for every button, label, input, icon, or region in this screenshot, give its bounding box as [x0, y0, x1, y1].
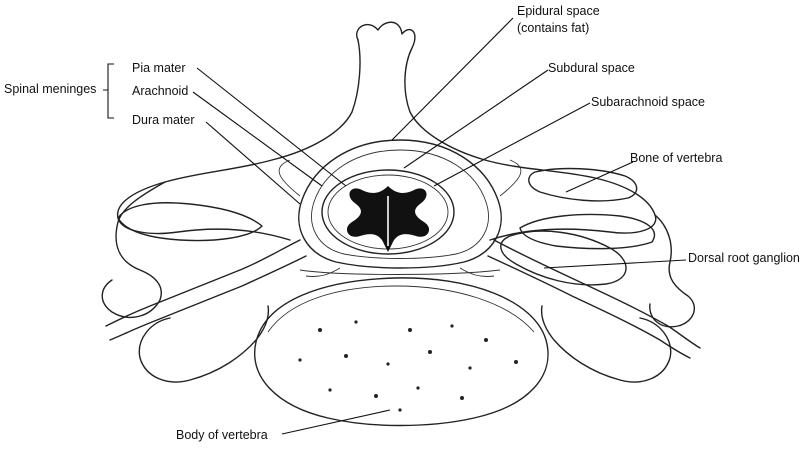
- meninges-bracket: [103, 63, 114, 119]
- leader-arachnoid: [192, 91, 323, 187]
- label-epidural-space-note: (contains fat): [517, 21, 590, 35]
- right-nerve-root: [493, 239, 701, 349]
- right-nerve-root-2: [487, 255, 691, 359]
- label-spinal-meninges: Spinal meninges: [4, 82, 97, 96]
- label-epidural-space: Epidural space: [517, 4, 600, 18]
- body-of-vertebra: [254, 277, 549, 427]
- leader-subarachnoid-space: [433, 102, 591, 187]
- body-rim: [267, 285, 535, 333]
- epidural-fat: [278, 159, 522, 277]
- leader-body-of-vertebra: [281, 409, 391, 435]
- bone-pores: [298, 320, 518, 412]
- label-dura-mater: Dura mater: [132, 113, 195, 127]
- label-subdural-space: Subdural space: [548, 61, 635, 75]
- right-pedicle: [540, 305, 672, 383]
- left-articular-facet: [117, 202, 263, 242]
- spinous-process: [356, 21, 657, 241]
- arachnoid-outline: [311, 149, 489, 259]
- left-pedicle: [138, 305, 270, 383]
- leader-pia-mater: [196, 67, 347, 187]
- bone-of-vertebra-surface: [528, 167, 638, 202]
- leader-epidural-space: [391, 17, 514, 141]
- leader-dorsal-root-ganglion: [543, 259, 687, 269]
- left-nerve-root-2: [109, 255, 307, 341]
- left-transverse-process: [101, 181, 166, 319]
- label-dorsal-root-ganglion: Dorsal root ganglion: [688, 251, 800, 265]
- leader-bone-of-vertebra: [565, 161, 634, 193]
- label-bone-of-vertebra: Bone of vertebra: [630, 151, 723, 165]
- posterior-ligament: [299, 269, 501, 275]
- right-transverse-process: [649, 214, 696, 328]
- dura-mater-outline: [298, 139, 502, 269]
- label-subarachnoid-space: Subarachnoid space: [591, 95, 705, 109]
- leader-subdural-space: [403, 69, 549, 169]
- label-pia-mater: Pia mater: [132, 61, 186, 75]
- spinal-cord: [321, 169, 455, 255]
- label-arachnoid: Arachnoid: [132, 84, 189, 98]
- right-articular-facet: [519, 213, 656, 250]
- dorsal-root-ganglion: [500, 230, 627, 286]
- label-body-of-vertebra: Body of vertebra: [176, 428, 268, 442]
- left-nerve-root: [105, 239, 301, 327]
- leader-dura-mater: [205, 121, 301, 205]
